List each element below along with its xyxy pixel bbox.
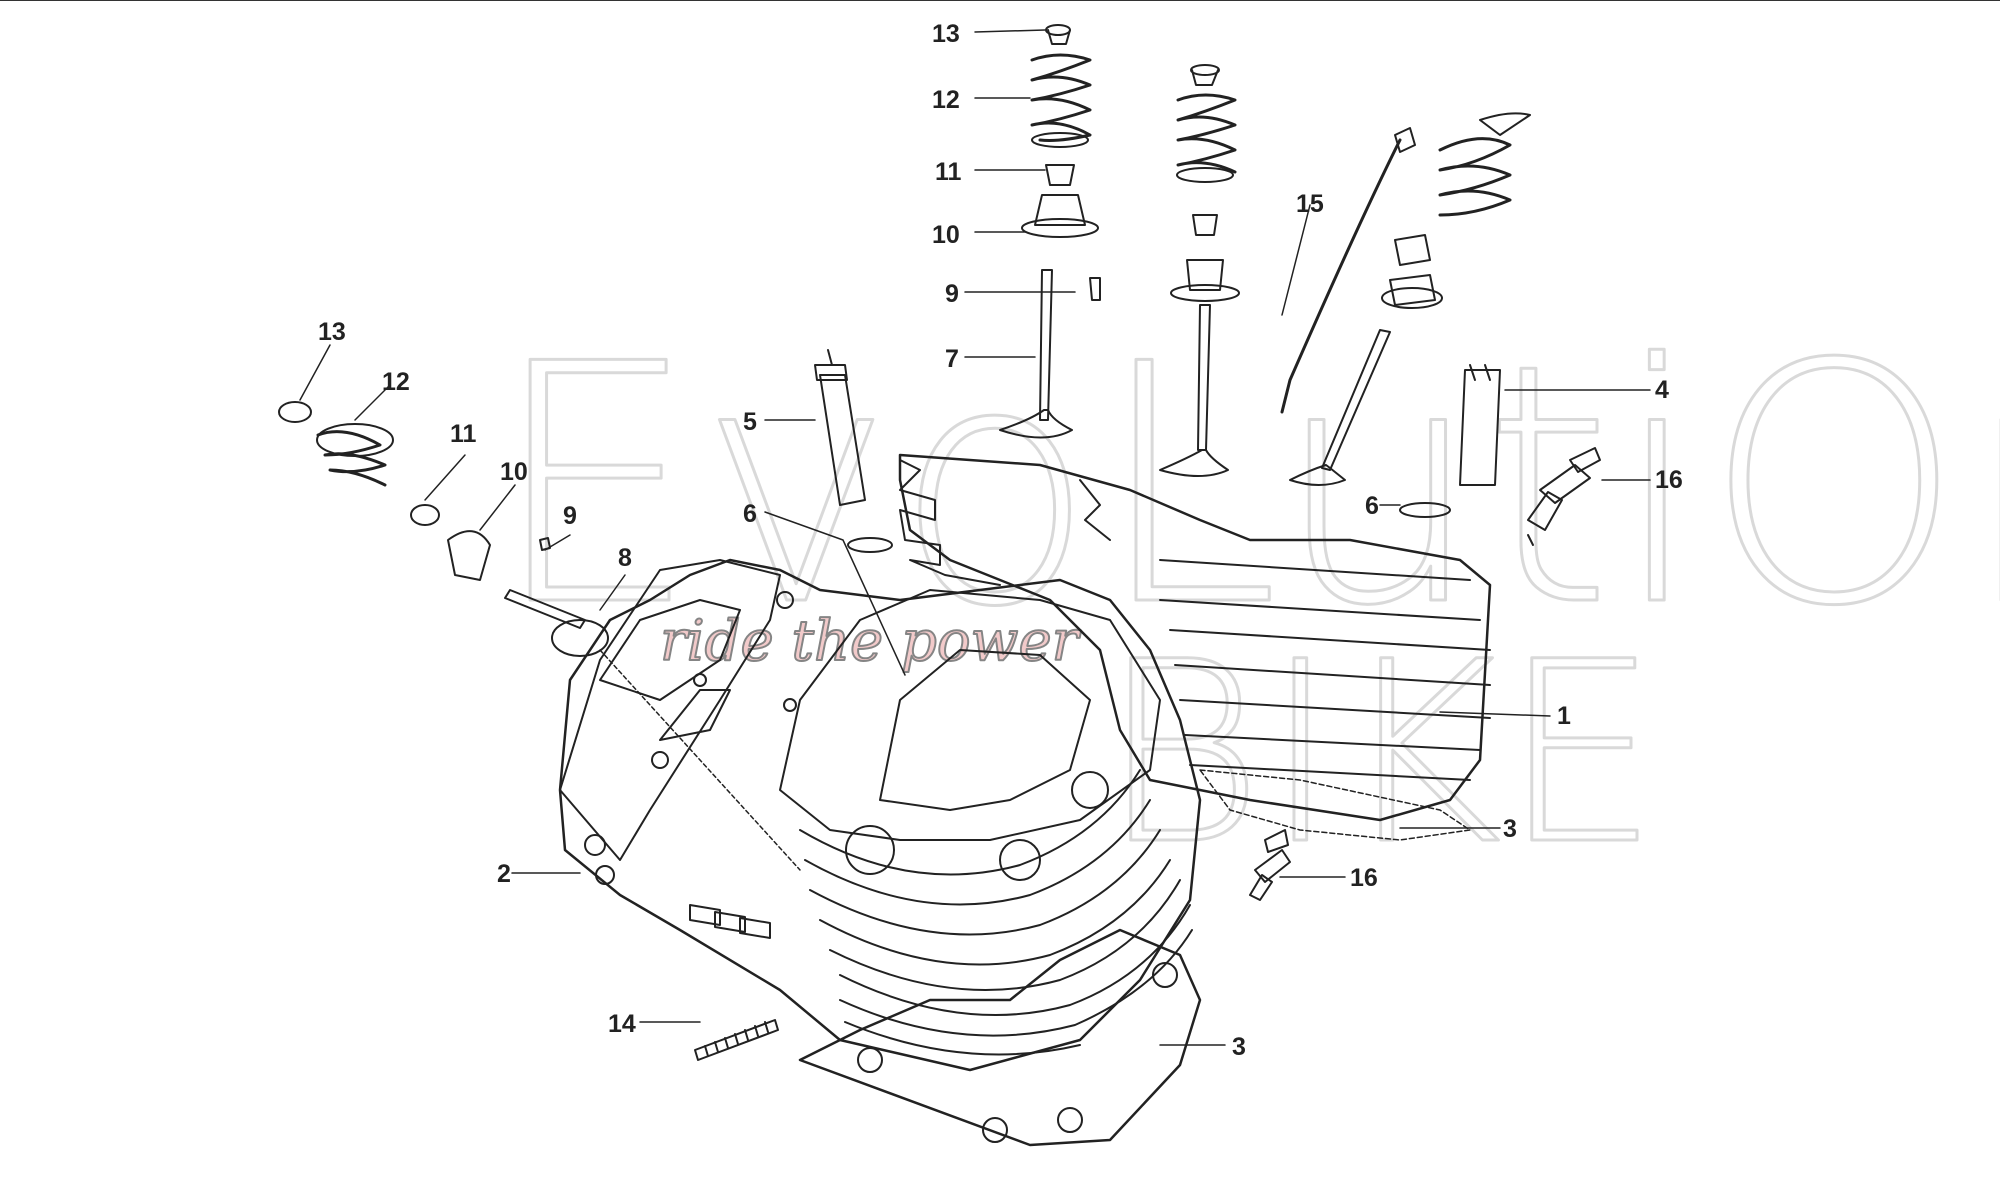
callout-4: 4 (1655, 376, 1669, 404)
watermark-brand-word-2: BIKE (1100, 608, 1659, 899)
valve-stack-left (278, 349, 893, 1061)
callout-11-top: 11 (935, 158, 962, 186)
watermark-tagline: ride the power (660, 609, 1082, 674)
valve-spring-seat-left (447, 530, 491, 581)
valve-seal-top (1045, 164, 1075, 186)
callout-11-left: 11 (450, 420, 477, 448)
callout-6-left: 6 (743, 500, 757, 528)
washer-right (1399, 502, 1451, 518)
valve-guide-right (1459, 369, 1501, 486)
valve-spring-seat-top (1034, 194, 1086, 226)
intake-flange (559, 559, 781, 861)
callout-14: 14 (608, 1010, 636, 1038)
callout-3-bottom: 3 (1232, 1033, 1246, 1061)
callout-12-top: 12 (932, 86, 960, 114)
callout-13-left: 13 (318, 318, 346, 346)
callout-16-mid: 16 (1350, 864, 1378, 892)
watermark-brand-word-1: EvoLutiOn (490, 294, 2000, 678)
rear-rocker-bracket (899, 459, 1001, 586)
valve-retainer-left (278, 401, 312, 423)
rear-head-outline (898, 453, 1492, 822)
washer-left (847, 537, 893, 553)
head-gasket-bottom (798, 928, 1202, 1147)
cylinder-head-rear (898, 453, 1492, 841)
cylinder-head-front (558, 558, 1202, 1147)
callout-8: 8 (618, 544, 632, 572)
valve-spring-third (1438, 137, 1512, 217)
temperature-sensor-cable (1280, 138, 1402, 414)
valve-port-center (999, 839, 1041, 881)
head-gasket-rear (1199, 769, 1471, 841)
callout-labels: 13 12 11 10 9 7 15 4 16 6 5 6 13 12 11 1… (318, 20, 1683, 1061)
valve-seal-left (410, 504, 440, 526)
callout-10-top: 10 (932, 221, 960, 249)
callout-15: 15 (1296, 190, 1324, 218)
callout-10-left: 10 (500, 458, 528, 486)
valve-spring-second (1176, 93, 1237, 174)
valve-port-right (1071, 771, 1109, 809)
callout-7: 7 (945, 345, 959, 373)
head-body-outline (558, 558, 1202, 1072)
callout-6-right: 6 (1365, 492, 1379, 520)
brand-watermark: EvoLutiOn BIKE ride the power (489, 293, 2000, 901)
spark-plug-right (1527, 447, 1601, 546)
leader-lines (299, 29, 1651, 1046)
valve-stack-center (999, 24, 1531, 518)
callout-5: 5 (743, 408, 757, 436)
callout-3-right: 3 (1503, 815, 1517, 843)
spring-small (694, 1019, 779, 1061)
callout-9-top: 9 (945, 280, 959, 308)
callout-2: 2 (497, 860, 511, 888)
spark-plug-mid (1249, 829, 1291, 901)
valve-spring-left (316, 430, 387, 487)
callout-1: 1 (1557, 702, 1571, 730)
valve-guide-upper-left (819, 374, 866, 506)
side-bolt-hole-upper (584, 834, 606, 856)
callout-12-left: 12 (382, 368, 410, 396)
side-bolt-hole-lower (595, 865, 615, 885)
rocker-cover-area (779, 589, 1161, 841)
callout-13-top: 13 (932, 20, 960, 48)
callout-16-right: 16 (1655, 466, 1683, 494)
valve-head-top (999, 409, 1073, 439)
valve-port-left (845, 825, 895, 875)
callout-9-left: 9 (563, 502, 577, 530)
valve-spring-top (1030, 53, 1092, 142)
valve-guide-left (551, 619, 609, 657)
valve-stem-top (1039, 269, 1053, 421)
valve-stem-left (504, 589, 586, 629)
